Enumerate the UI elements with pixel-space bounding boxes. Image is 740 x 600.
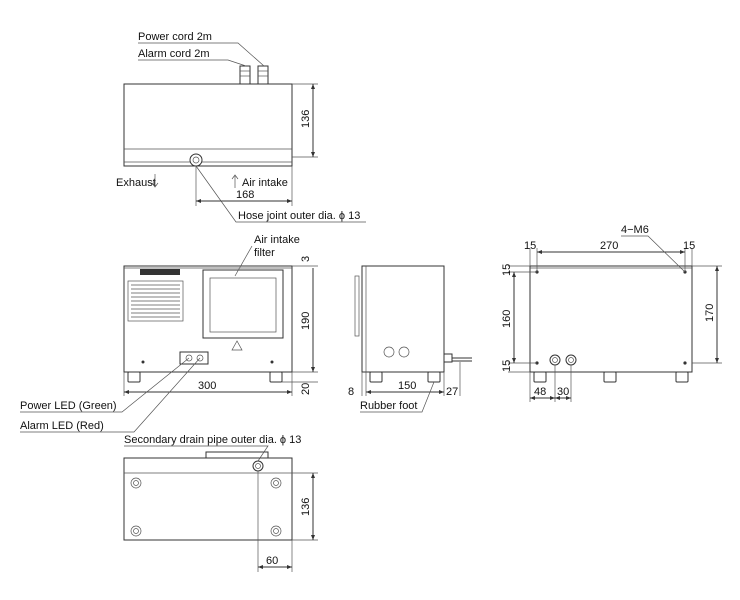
dim-rear-bottom-margin: 15 <box>501 360 513 372</box>
alarm-led-label: Alarm LED (Red) <box>20 420 104 432</box>
dim-side-depth: 150 <box>398 380 416 392</box>
power-led-icon <box>185 354 193 362</box>
dim-rear-left-margin: 15 <box>524 240 536 252</box>
power-led-label: Power LED (Green) <box>20 400 117 412</box>
dim-rear-right-margin: 15 <box>683 240 695 252</box>
bottom-view-body <box>123 457 293 541</box>
hose-joint-label: Hose joint outer dia. ϕ 13 <box>238 210 360 222</box>
dim-hose-offset: 168 <box>236 189 254 201</box>
dim-bottom-drain-offset: 60 <box>266 555 278 567</box>
hose-joint-circle <box>189 153 203 167</box>
dim-front-width: 300 <box>198 380 216 392</box>
dim-rear-hole-vspan: 160 <box>501 310 513 328</box>
dim-rear-height: 170 <box>704 304 716 322</box>
mounting-holes-label: 4−M6 <box>621 224 649 236</box>
dim-front-foot: 20 <box>300 383 312 395</box>
dim-front-height: 190 <box>300 312 312 330</box>
front-view: Air intake filter 3 190 20 300 Power LED… <box>20 234 318 433</box>
drain-pipe-label: Secondary drain pipe outer dia. ϕ 13 <box>124 434 301 446</box>
bottom-view: Secondary drain pipe outer dia. ϕ 13 136… <box>123 434 318 572</box>
alarm-led-icon <box>196 354 204 362</box>
brand-logo <box>140 269 180 275</box>
alarm-cord-label: Alarm cord 2m <box>138 48 210 60</box>
dim-side-left: 8 <box>348 386 354 398</box>
rubber-foot-label: Rubber foot <box>360 400 417 412</box>
air-intake-label: Air intake <box>242 177 288 189</box>
top-view-body <box>123 83 293 167</box>
air-intake-arrow-icon <box>231 174 239 188</box>
dim-rear-top-margin: 15 <box>501 264 513 276</box>
filter-label-line2: filter <box>254 247 275 259</box>
dim-bottom-depth: 136 <box>300 498 312 516</box>
filter-label-line1: Air intake <box>254 234 300 246</box>
exhaust-label: Exhaust <box>116 177 156 189</box>
warning-icon <box>231 340 243 351</box>
drain-pipe-bracket <box>205 451 269 459</box>
side-view: 8 150 27 Rubber foot <box>348 265 472 413</box>
rear-view: 15 270 15 4−M6 15 160 15 170 48 30 <box>501 224 722 402</box>
dim-rear-port-1: 48 <box>534 386 546 398</box>
cord-connectors <box>239 65 269 85</box>
dim-rear-port-2: 30 <box>557 386 569 398</box>
vent-louvers <box>127 280 184 322</box>
dim-top-height: 136 <box>300 110 312 128</box>
dim-rear-hole-span: 270 <box>600 240 618 252</box>
dim-front-top-gap: 3 <box>300 256 312 262</box>
drain-pipe-circle <box>252 460 264 472</box>
top-view: Power cord 2m Alarm cord 2m 136 Exhaust … <box>116 31 366 223</box>
dim-side-right: 27 <box>446 386 458 398</box>
power-cord-label: Power cord 2m <box>138 31 212 43</box>
rear-view-body <box>529 265 693 373</box>
rear-port-2 <box>565 354 577 366</box>
exhaust-arrow-icon <box>151 174 159 188</box>
air-intake-filter <box>202 269 284 339</box>
side-view-body <box>361 265 445 373</box>
rear-port-1 <box>549 354 561 366</box>
